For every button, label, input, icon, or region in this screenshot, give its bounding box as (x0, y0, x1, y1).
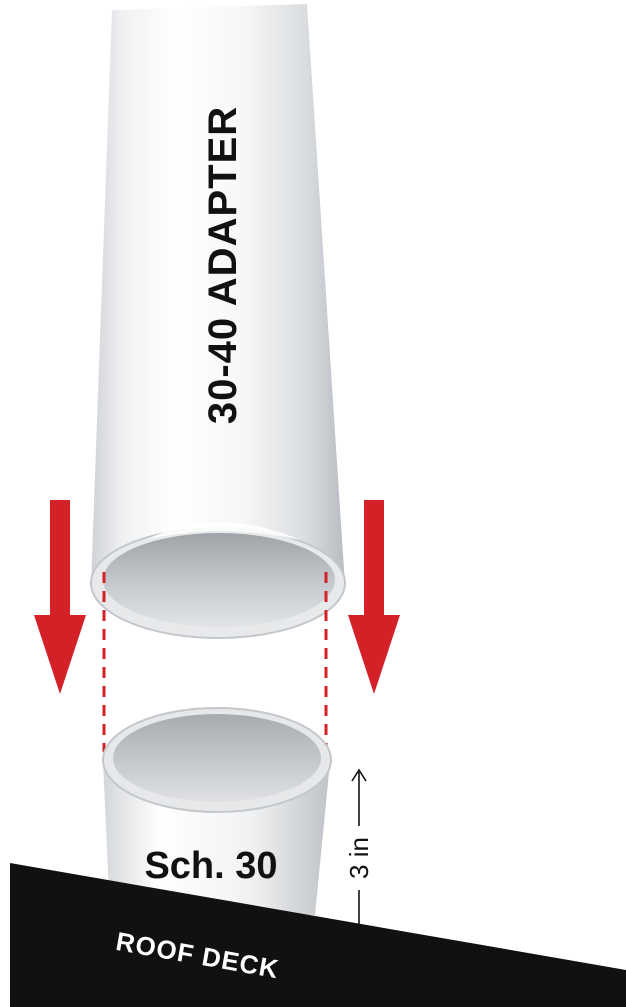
sch30-pipe-opening (113, 714, 321, 802)
left-arrow-icon (34, 500, 86, 694)
adapter-pipe-opening (103, 533, 335, 627)
right-arrow-icon (348, 500, 400, 694)
roof-deck-surface (10, 863, 626, 1007)
schedule-label: Sch. 30 (144, 845, 277, 887)
adapter-label: 30-40 ADAPTER (201, 106, 245, 424)
adapter-pipe-inner-highlight (145, 522, 300, 540)
adapter-pipe-body (91, 4, 345, 585)
sch30-pipe: Sch. 30 (102, 707, 332, 915)
dimension-label: 3 in (344, 837, 374, 879)
roof-deck: ROOF DECK (10, 863, 626, 1007)
dimension-arrowhead-top (351, 768, 367, 782)
adapter-pipe: 30-40 ADAPTER (90, 4, 346, 639)
